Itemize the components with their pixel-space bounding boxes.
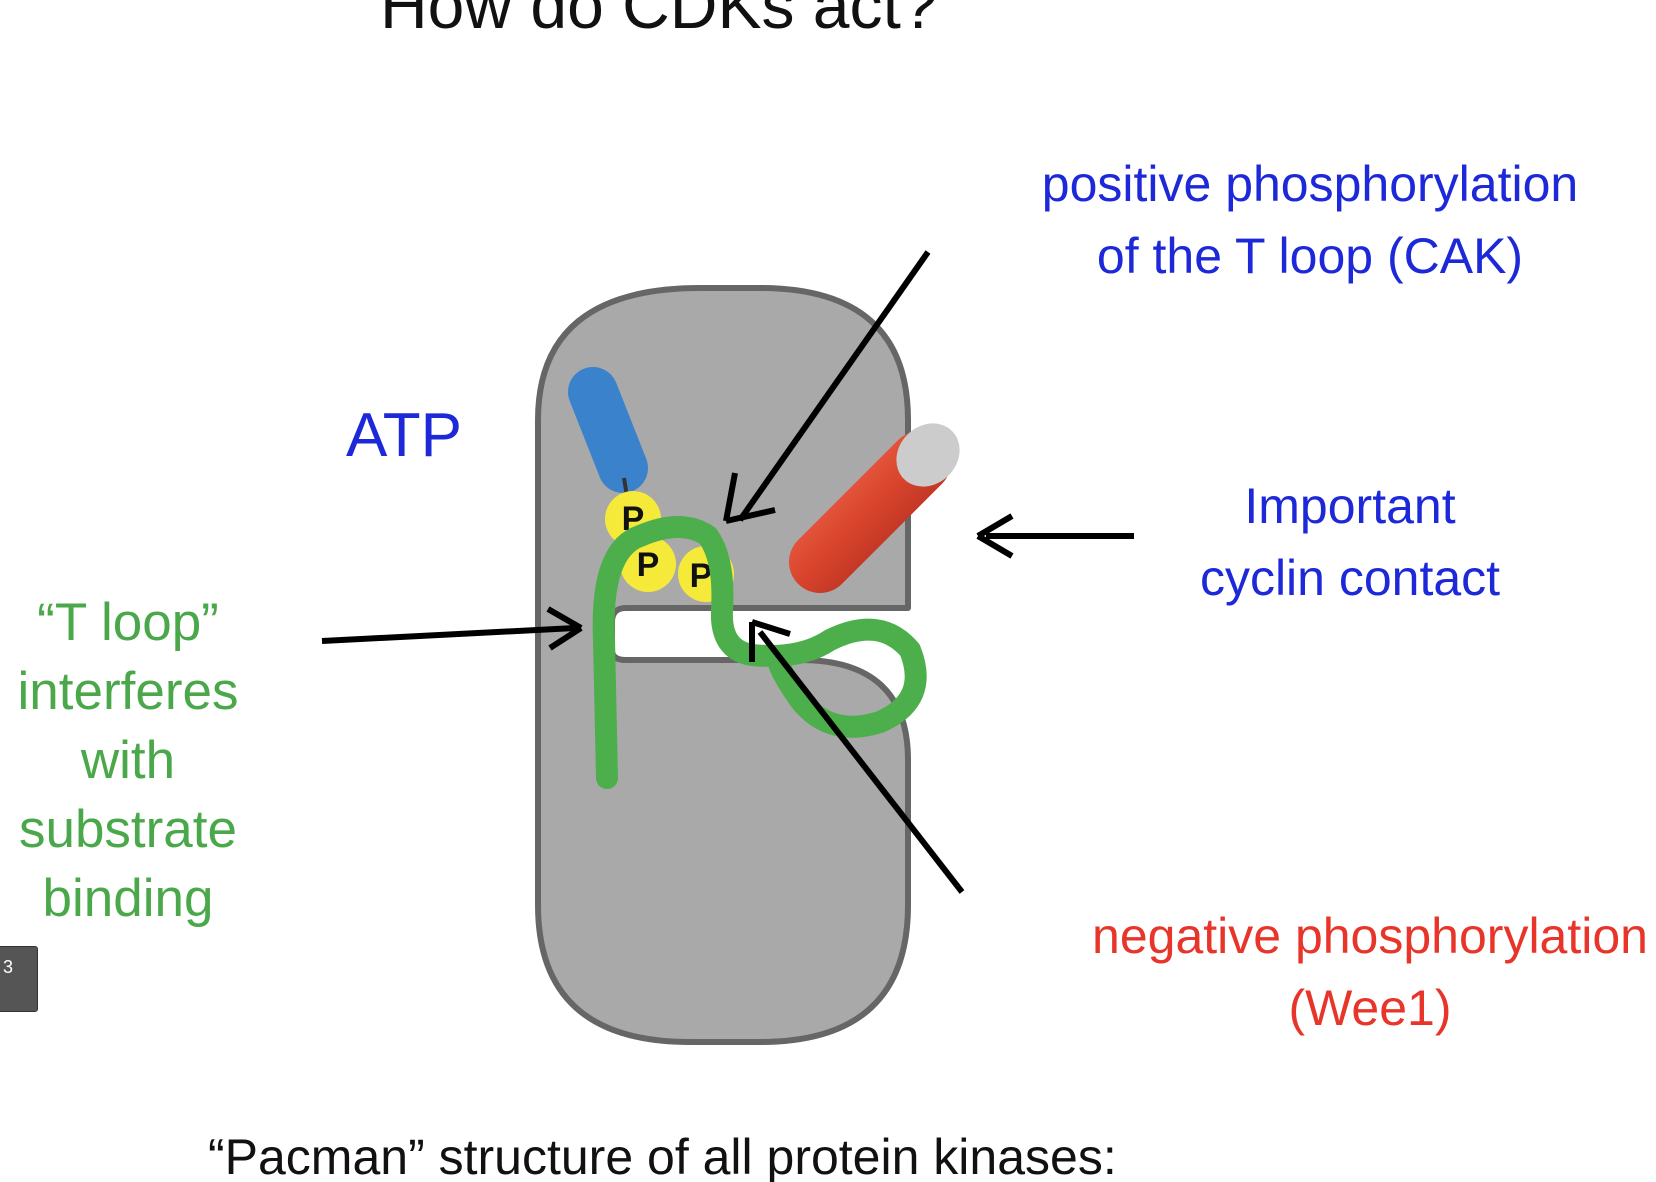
negative-phosphorylation-line2: (Wee1)	[1288, 980, 1452, 1036]
arrow-cyclin-contact	[976, 513, 1134, 559]
arrow-negative-phosphorylation	[749, 619, 965, 894]
cyclin-contact-line2: cyclin contact	[1199, 550, 1501, 606]
negative-phosphorylation-line1: negative phosphorylation	[1092, 908, 1648, 964]
phosphate-3-label: P	[690, 557, 713, 595]
arrow-t-loop	[321, 606, 583, 651]
cyclin-contact-label: Important cyclin contact	[1150, 470, 1550, 614]
slide-number-badge[interactable]: 3	[0, 946, 38, 1012]
arrow-positive-phosphorylation	[723, 250, 931, 524]
t-loop-note-line1: “T loop”	[37, 593, 219, 652]
t-loop-note-line4: substrate	[18, 800, 237, 859]
slide-title: How do CDKs act?	[380, 0, 938, 42]
negative-phosphorylation-label: negative phosphorylation (Wee1)	[1020, 900, 1656, 1044]
t-loop	[592, 516, 927, 789]
t-loop-note: “T loop” interferes with substrate bindi…	[0, 588, 256, 933]
positive-phosphorylation-line2: of the T loop (CAK)	[1096, 228, 1524, 284]
bottom-caption: “Pacman” structure of all protein kinase…	[208, 1129, 1117, 1182]
t-loop-note-line2: interferes	[17, 662, 239, 721]
slide-number: 3	[3, 957, 14, 977]
phosphate-2-label: P	[637, 546, 660, 584]
cyclin-contact-line1: Important	[1244, 478, 1456, 534]
cyclin-helix-cap	[896, 423, 960, 487]
atp-adenosine	[568, 367, 648, 493]
t-loop-note-line5: binding	[42, 869, 214, 928]
positive-phosphorylation-label: positive phosphorylation of the T loop (…	[990, 148, 1630, 292]
cyclin-helix	[789, 431, 951, 593]
t-loop-note-line3: with	[80, 731, 176, 790]
atp-label: ATP	[346, 401, 462, 470]
positive-phosphorylation-line1: positive phosphorylation	[1041, 156, 1579, 212]
